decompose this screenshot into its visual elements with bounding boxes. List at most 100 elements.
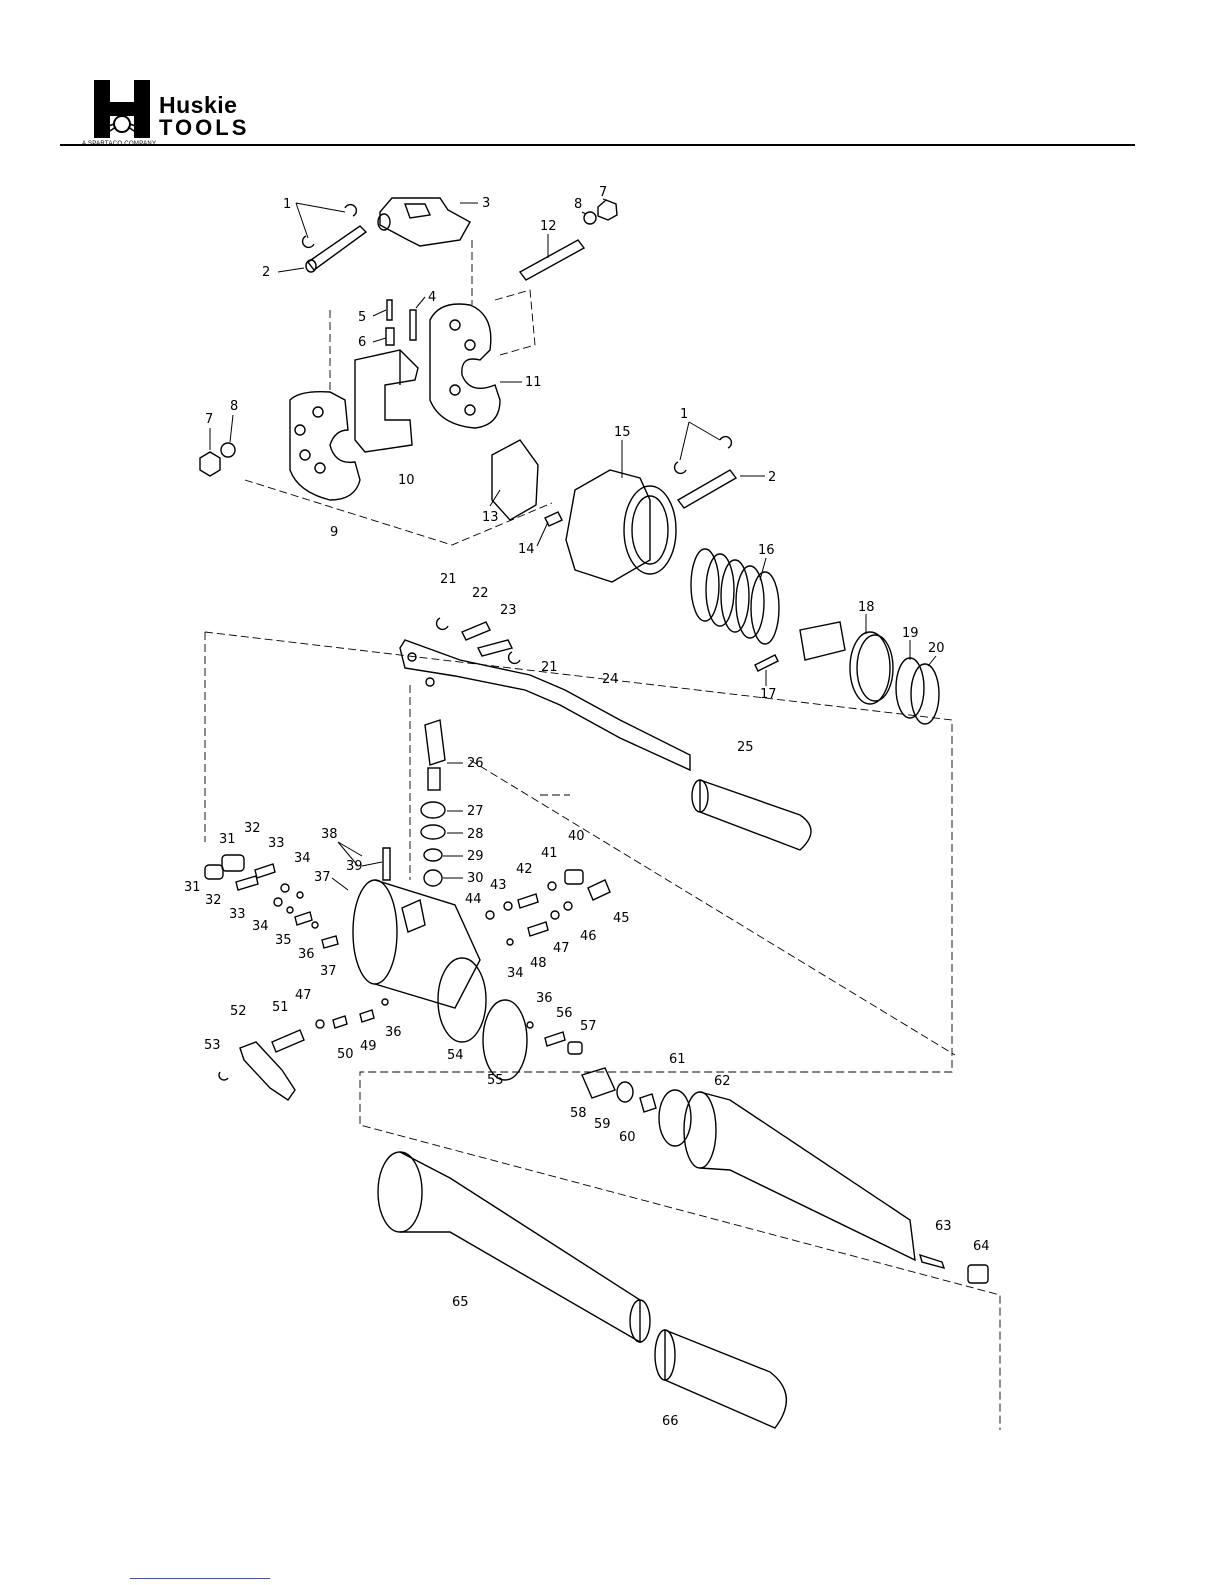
callout-21: 21 bbox=[541, 660, 558, 675]
part-21-clip bbox=[509, 652, 520, 663]
callout-56: 56 bbox=[556, 1006, 573, 1021]
callout-41: 41 bbox=[541, 846, 558, 861]
part-49-seat bbox=[360, 1010, 374, 1022]
part-30-nut bbox=[424, 870, 442, 886]
callout-11: 11 bbox=[525, 375, 542, 390]
callout-20: 20 bbox=[928, 641, 945, 656]
part-58-check bbox=[582, 1068, 615, 1098]
part-22-pin bbox=[462, 622, 490, 640]
callout-58: 58 bbox=[570, 1106, 587, 1121]
part-50-spring bbox=[333, 1016, 347, 1028]
part-65-tube bbox=[378, 1152, 650, 1342]
part-7-nut bbox=[200, 452, 220, 476]
part-61-oring bbox=[659, 1090, 691, 1146]
callout-23: 23 bbox=[500, 603, 517, 618]
part-33-seat bbox=[281, 884, 289, 892]
part-37-pin bbox=[322, 936, 338, 948]
part-40-plug bbox=[565, 870, 583, 884]
callout-63: 63 bbox=[935, 1219, 952, 1234]
callout-32: 32 bbox=[205, 893, 222, 908]
callout-21: 21 bbox=[440, 572, 457, 587]
part-29-washer bbox=[424, 849, 442, 861]
part-32-spring bbox=[236, 876, 258, 890]
part-12-stud bbox=[520, 240, 584, 280]
callout-14: 14 bbox=[518, 542, 535, 557]
part-10-frame bbox=[355, 350, 418, 452]
part-52-lever bbox=[240, 1042, 295, 1100]
callout-38: 38 bbox=[321, 827, 338, 842]
callout-50: 50 bbox=[337, 1047, 354, 1062]
part-1-clip bbox=[345, 205, 356, 216]
part-1-clip bbox=[720, 437, 731, 448]
callout-53: 53 bbox=[204, 1038, 221, 1053]
callout-2: 2 bbox=[262, 265, 270, 280]
part-5-screw bbox=[387, 300, 392, 320]
part-41-ball bbox=[548, 882, 556, 890]
callout-15: 15 bbox=[614, 425, 631, 440]
callout-37: 37 bbox=[320, 964, 337, 979]
callout-60: 60 bbox=[619, 1130, 636, 1145]
part-20-ring bbox=[911, 664, 939, 724]
callout-1: 1 bbox=[680, 407, 688, 422]
callout-9: 9 bbox=[330, 525, 338, 540]
part-63-pin bbox=[920, 1255, 944, 1268]
callout-66: 66 bbox=[662, 1414, 679, 1429]
part-13-blade bbox=[492, 440, 538, 520]
callout-48: 48 bbox=[530, 956, 547, 971]
callout-52: 52 bbox=[230, 1004, 247, 1019]
part-2-pin bbox=[678, 470, 736, 508]
part-15-body bbox=[566, 470, 676, 582]
callout-44: 44 bbox=[465, 892, 482, 907]
callout-5: 5 bbox=[358, 310, 366, 325]
callout-7: 7 bbox=[599, 185, 607, 200]
callout-43: 43 bbox=[490, 878, 507, 893]
callout-65: 65 bbox=[452, 1295, 469, 1310]
part-46-ring bbox=[564, 902, 572, 910]
callout-19: 19 bbox=[902, 626, 919, 641]
part-53-clip bbox=[219, 1072, 228, 1080]
part-34-ball bbox=[297, 892, 303, 898]
callout-2: 2 bbox=[768, 470, 776, 485]
part-26-plunger bbox=[425, 720, 445, 765]
part-7-nut bbox=[598, 200, 617, 220]
callout-34: 34 bbox=[294, 851, 311, 866]
callout-34: 34 bbox=[252, 919, 269, 934]
callout-42: 42 bbox=[516, 862, 533, 877]
callout-31: 31 bbox=[184, 880, 201, 895]
callout-1: 1 bbox=[283, 197, 291, 212]
part-57-plug bbox=[568, 1042, 582, 1054]
part-19-ring bbox=[896, 658, 924, 718]
part-11-plate bbox=[430, 304, 500, 428]
part-48-spring bbox=[528, 922, 548, 936]
callout-17: 17 bbox=[760, 687, 777, 702]
part-36-ball bbox=[312, 922, 318, 928]
callout-4: 4 bbox=[428, 290, 436, 305]
callout-64: 64 bbox=[973, 1239, 990, 1254]
part-16-spring bbox=[691, 549, 779, 644]
callout-7: 7 bbox=[205, 412, 213, 427]
part-4-pin bbox=[410, 310, 416, 340]
part-1-clip bbox=[675, 462, 686, 473]
callout-26: 26 bbox=[467, 756, 484, 771]
part-6-spring bbox=[386, 328, 394, 345]
callout-35: 35 bbox=[275, 933, 292, 948]
callout-49: 49 bbox=[360, 1039, 377, 1054]
part-33-seat bbox=[274, 898, 282, 906]
part-42-spring bbox=[518, 894, 538, 908]
part-36-ball bbox=[382, 999, 388, 1005]
part-47-ring bbox=[551, 911, 559, 919]
part-35-spring bbox=[295, 912, 312, 925]
callout-6: 6 bbox=[358, 335, 366, 350]
part-51-valve bbox=[272, 1030, 304, 1052]
part-64-cap bbox=[968, 1265, 988, 1283]
part-36-ball bbox=[527, 1022, 533, 1028]
part-3-clevis bbox=[378, 198, 470, 246]
footer-link-underline[interactable] bbox=[130, 1578, 270, 1579]
part-32-spring bbox=[255, 864, 275, 878]
part-45-valve bbox=[588, 880, 610, 900]
callout-55: 55 bbox=[487, 1073, 504, 1088]
part-34-ball bbox=[507, 939, 513, 945]
callout-46: 46 bbox=[580, 929, 597, 944]
part-8-washer bbox=[221, 443, 235, 457]
